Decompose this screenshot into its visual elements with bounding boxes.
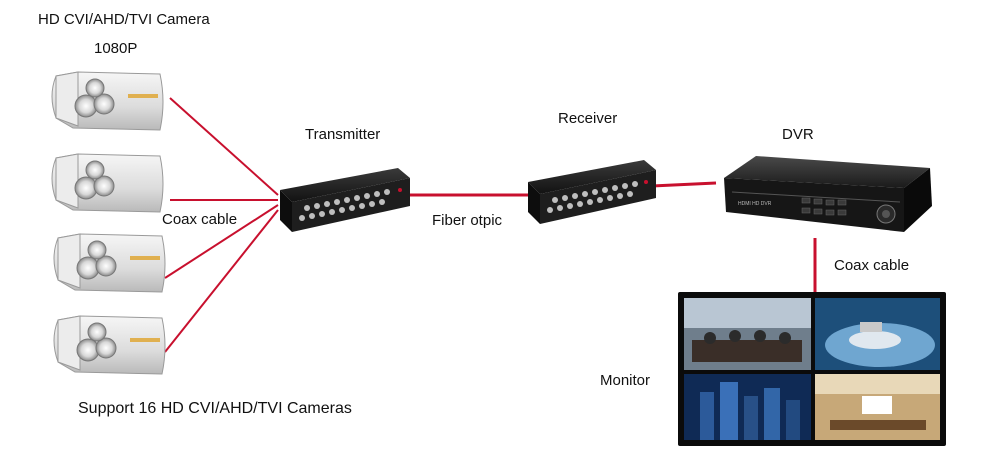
dvr-brand-text: HDMI HD DVR [738, 201, 772, 207]
dvr-label: DVR [782, 126, 814, 143]
fiber-label: Fiber otpic [432, 212, 503, 229]
receiver-dvr-link [651, 181, 717, 188]
support-caption: Support 16 HD CVI/AHD/TVI Cameras [78, 400, 352, 417]
camera-title-label: HD CVI/AHD/TVI Camera [38, 11, 210, 28]
coax-cable-left-label: Coax cable [162, 211, 238, 228]
receiver-device [528, 160, 656, 224]
camera-cables [164, 97, 279, 353]
resolution-label: 1080P [94, 40, 138, 57]
monitor-label: Monitor [600, 372, 651, 389]
coax-cable-right-label: Coax cable [834, 257, 910, 274]
camera-1 [51, 71, 164, 131]
camera-4 [53, 315, 166, 375]
cable-camera-4 [164, 209, 279, 353]
cable-camera-3 [164, 204, 279, 279]
transmitter-device [280, 168, 410, 232]
dvr-device: HDMI HD DVR [724, 156, 932, 232]
camera-3 [53, 233, 166, 293]
receiver-label: Receiver [558, 110, 618, 127]
camera-2 [51, 153, 164, 213]
transmitter-label: Transmitter [305, 126, 381, 143]
cable-camera-1 [169, 97, 279, 196]
monitor-device [678, 292, 946, 446]
